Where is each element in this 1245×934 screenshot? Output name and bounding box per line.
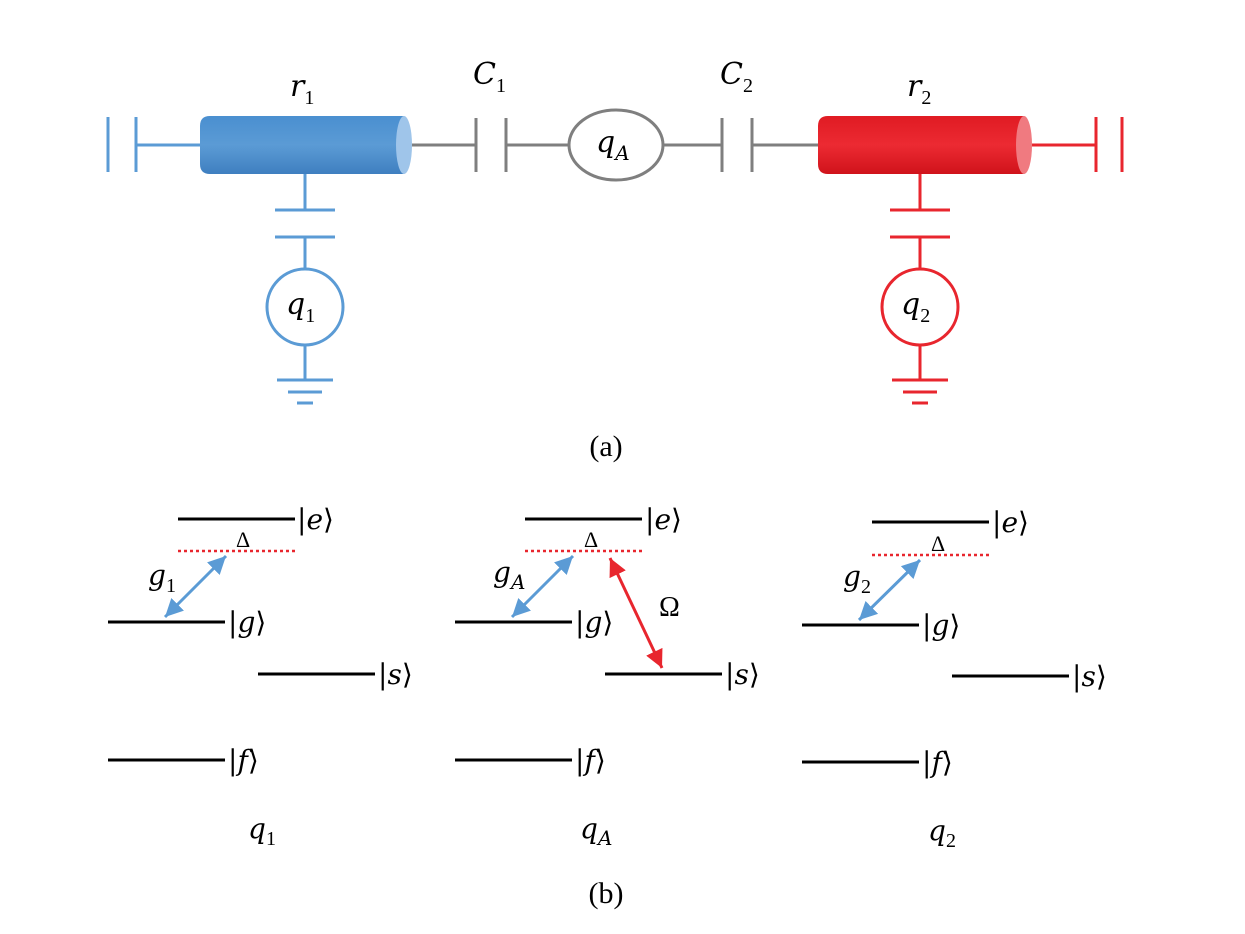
resonator-r2 [818, 116, 1032, 174]
resonator-r2-label: r2 [907, 69, 931, 109]
drive-arrow-omega [608, 557, 664, 669]
qubit-q2-label: q2 [901, 287, 930, 327]
resonator-r1-sub: 1 [304, 87, 314, 109]
resonator-r1-letter: r [290, 69, 306, 104]
ket-f: |f⟩ [922, 746, 953, 779]
qubit-q2-caption-letter: q [928, 814, 946, 847]
qubit-qa: qA [567, 108, 665, 182]
level-diagram-q2: |e⟩ Δ |g⟩ |s⟩ |f⟩ g2 q2 [802, 506, 1107, 852]
coupling-g1-sub: 1 [166, 575, 176, 597]
level-diagram-qa: |e⟩ Δ |g⟩ |s⟩ |f⟩ gA Ω qA [455, 503, 760, 850]
qubit-q2-letter: q [901, 287, 920, 322]
resonator-r2-letter: r [907, 69, 923, 104]
coupling-capacitor-c2 [720, 118, 754, 172]
coupler-c1-letter: C [473, 57, 496, 92]
ket-e: |e⟩ [992, 506, 1029, 539]
qubit-qa-sub: A [613, 141, 629, 165]
omega-label: Ω [659, 592, 680, 623]
energy-level-panel: |e⟩ Δ |g⟩ |s⟩ |f⟩ g1 q1 |e⟩ Δ |g⟩ [108, 503, 1107, 910]
level-diagram-q1: |e⟩ Δ |g⟩ |s⟩ |f⟩ g1 q1 [108, 503, 413, 850]
q1-branch: q1 [265, 174, 345, 405]
qubit-q1-caption: q1 [248, 812, 276, 850]
ket-g: |g⟩ [922, 609, 960, 642]
ket-e: |e⟩ [645, 503, 682, 536]
qubit-qa-letter: q [596, 125, 615, 160]
right-end-capacitor [1032, 117, 1124, 172]
ket-f: |f⟩ [228, 744, 259, 777]
coupling-g1-label: g1 [148, 559, 176, 597]
coupling-capacitor-c1 [474, 118, 508, 172]
ket-s: |s⟩ [378, 658, 413, 691]
coupling-arrow-ga [510, 554, 575, 619]
ket-e: |e⟩ [297, 503, 334, 536]
panel-a-label: (a) [589, 430, 622, 463]
coupling-ga-letter: g [493, 556, 511, 589]
resonator-r2-sub: 2 [921, 87, 931, 109]
qubit-q1-sub: 1 [305, 305, 315, 327]
qubit-q1-label: q1 [286, 287, 315, 327]
coupling-arrow-g2 [857, 558, 922, 622]
delta-label: Δ [584, 527, 598, 552]
panel-b-label: (b) [589, 877, 624, 910]
ket-s: |s⟩ [1072, 660, 1107, 693]
qubit-qa-caption-sub: A [596, 826, 612, 850]
qubit-q2-sub: 2 [920, 305, 930, 327]
qubit-qa-label: qA [596, 125, 630, 165]
coupler-c2-letter: C [720, 57, 743, 92]
resonator-r1 [200, 116, 412, 174]
coupling-g2-letter: g [843, 560, 861, 593]
coupler-c1-sub: 1 [496, 75, 506, 97]
coupling-g2-label: g2 [843, 560, 871, 598]
qubit-q2-caption-sub: 2 [946, 830, 956, 852]
delta-label: Δ [931, 531, 945, 556]
coupler-c1-label: C1 [473, 57, 506, 97]
qubit-q1-caption-sub: 1 [266, 828, 276, 850]
resonator-r1-label: r1 [290, 69, 314, 109]
delta-label: Δ [236, 527, 250, 552]
qubit-qa-caption: qA [580, 812, 612, 850]
coupler-c2-label: C2 [720, 57, 753, 97]
qubit-q1-letter: q [286, 287, 305, 322]
qubit-q2-caption: q2 [928, 814, 956, 852]
ket-g: |g⟩ [228, 606, 266, 639]
qubit-q1-caption-letter: q [248, 812, 266, 845]
coupling-ga-sub: A [509, 570, 525, 594]
circuit-panel: r1 C1 qA C2 [106, 57, 1124, 463]
coupling-g2-sub: 2 [861, 576, 871, 598]
ket-g: |g⟩ [575, 606, 613, 639]
coupling-ga-label: gA [493, 556, 525, 594]
coupler-c2-sub: 2 [743, 75, 753, 97]
left-end-capacitor [106, 117, 200, 172]
coupling-g1-letter: g [148, 559, 166, 592]
qubit-qa-caption-letter: q [580, 812, 598, 845]
coupling-arrow-g1 [163, 554, 228, 619]
q2-branch: q2 [880, 174, 960, 405]
ket-f: |f⟩ [575, 744, 606, 777]
ket-s: |s⟩ [725, 658, 760, 691]
